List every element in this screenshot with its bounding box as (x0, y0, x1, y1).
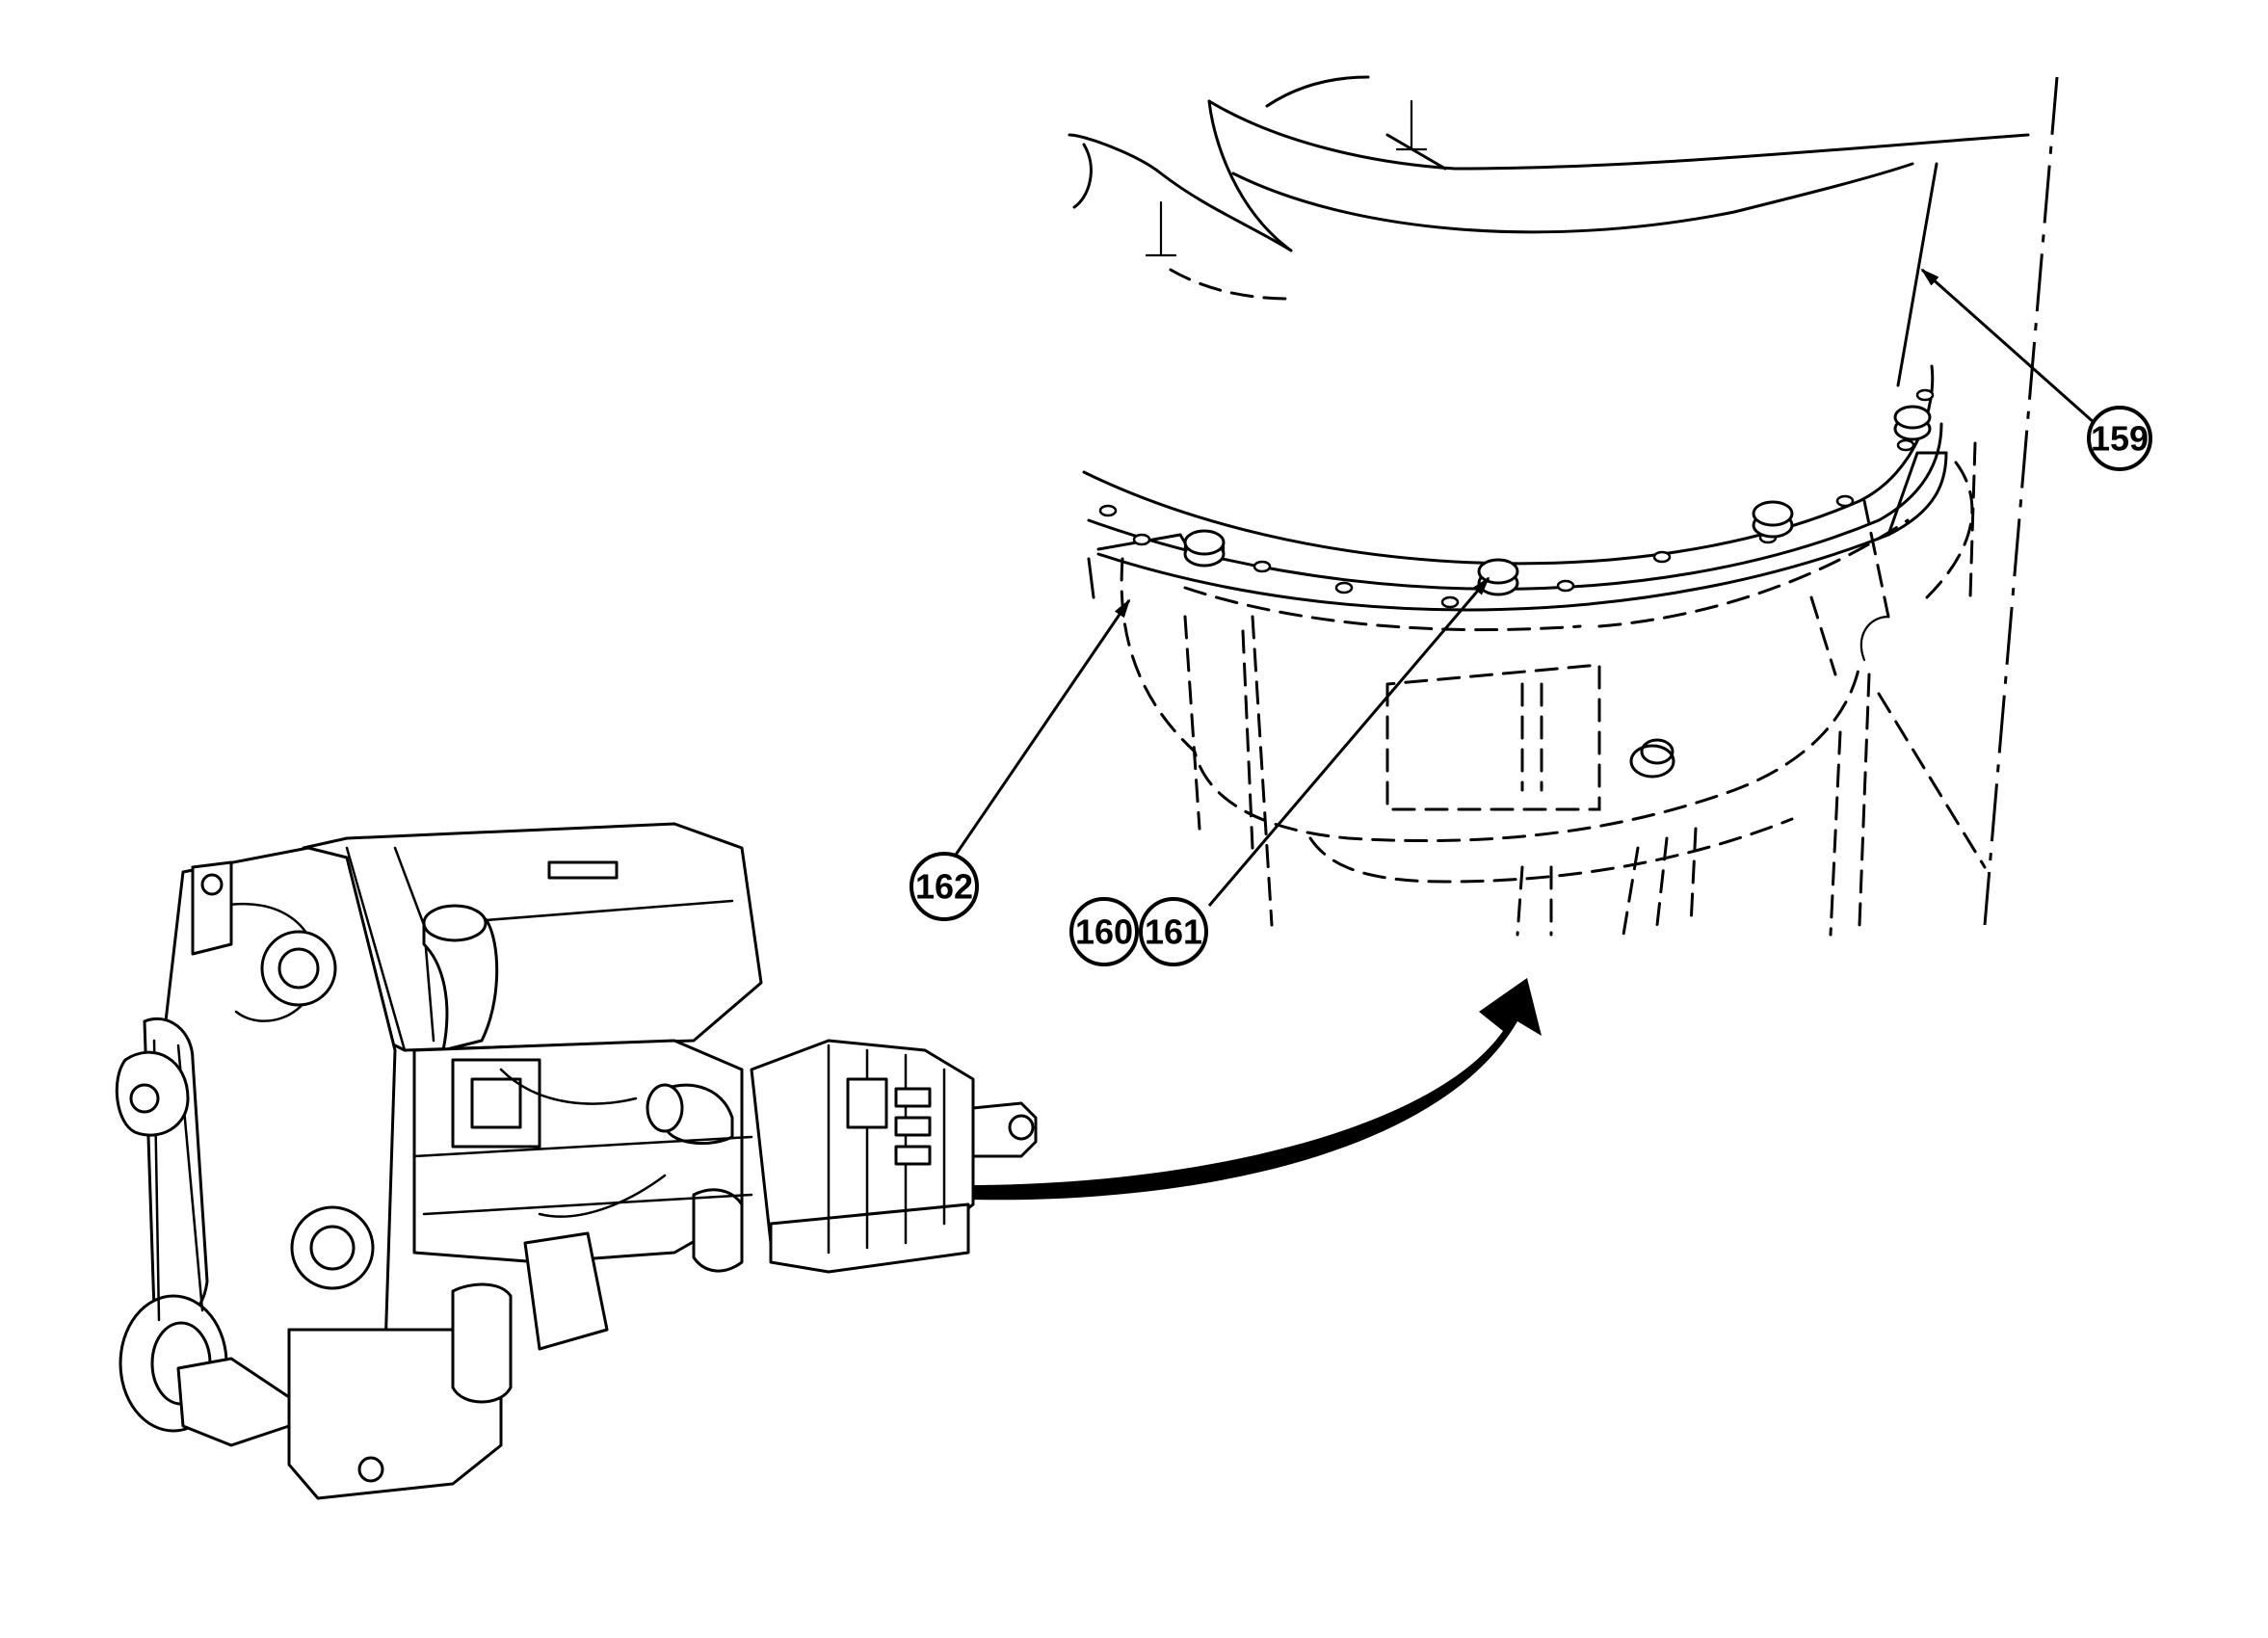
callout-160-label: 160 (1075, 912, 1133, 952)
curved-arrow-icon (968, 978, 1542, 1201)
callout-160-161: 160 161 (1069, 576, 1490, 966)
location-arrow (968, 978, 1542, 1201)
callout-159-label: 159 (2091, 419, 2149, 459)
centerline (1983, 76, 2059, 926)
flange-bolts (1183, 405, 1932, 596)
engine-block (115, 822, 763, 1500)
bolt-icon (1893, 405, 1932, 441)
transmission (750, 1039, 1038, 1274)
callout-162: 162 (910, 598, 1131, 921)
callout-159: 159 (1920, 268, 2152, 471)
detail-view: 159 162 160 161 (910, 75, 2152, 966)
bolt-icon (1183, 529, 1226, 568)
callout-162-label: 162 (915, 867, 973, 907)
bolt-icon (1752, 500, 1794, 539)
bolt-icon (1477, 558, 1519, 596)
callout-161-label: 161 (1145, 912, 1202, 952)
engine-assembly (115, 822, 1038, 1500)
lower-housing (1120, 441, 1987, 937)
upper-housing (1068, 75, 2030, 387)
